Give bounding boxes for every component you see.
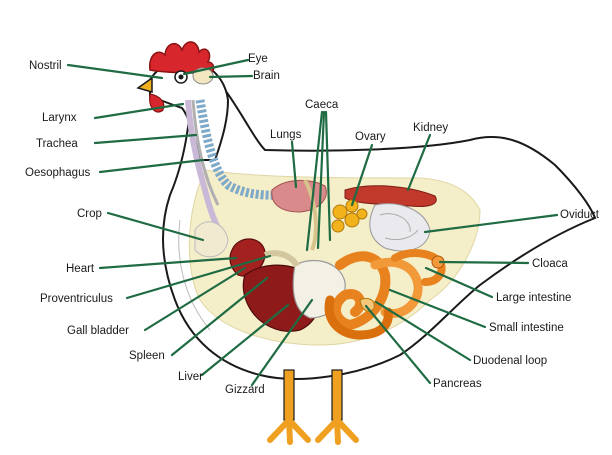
label-cloaca: Cloaca xyxy=(532,258,568,270)
label-gizzard: Gizzard xyxy=(225,384,265,396)
legs xyxy=(267,369,359,445)
label-lungs: Lungs xyxy=(270,129,302,141)
ovary-shape xyxy=(331,199,368,233)
label-gall-bladder: Gall bladder xyxy=(67,325,129,337)
chicken-head xyxy=(136,41,230,161)
label-eye: Eye xyxy=(248,53,268,65)
crop-shape xyxy=(194,221,229,258)
pancreas-shape xyxy=(359,297,375,312)
label-large-intestine: Large intestine xyxy=(496,292,571,304)
label-proventriculus: Proventriculus xyxy=(40,293,113,305)
oviduct-shape xyxy=(369,203,431,252)
label-nostril: Nostril xyxy=(29,60,62,72)
label-ovary: Ovary xyxy=(355,131,386,143)
leader-lines xyxy=(66,58,559,387)
kidney-shape xyxy=(344,185,437,207)
label-brain: Brain xyxy=(253,70,280,82)
label-small-intestine: Small intestine xyxy=(489,322,564,334)
label-spleen: Spleen xyxy=(129,350,165,362)
labels: Nostril Eye Brain Larynx Trachea Oesopha… xyxy=(25,53,600,396)
label-pancreas: Pancreas xyxy=(433,378,482,390)
label-oviduct: Oviduct xyxy=(560,209,600,221)
label-duodenal-loop: Duodenal loop xyxy=(473,355,547,367)
label-larynx: Larynx xyxy=(42,112,77,124)
beak xyxy=(136,76,153,93)
label-kidney: Kidney xyxy=(413,122,448,134)
label-trachea: Trachea xyxy=(36,138,78,150)
label-caeca: Caeca xyxy=(305,99,339,111)
label-liver: Liver xyxy=(178,371,203,383)
label-heart: Heart xyxy=(66,263,95,275)
label-crop: Crop xyxy=(77,208,102,220)
label-oesophagus: Oesophagus xyxy=(25,167,90,179)
